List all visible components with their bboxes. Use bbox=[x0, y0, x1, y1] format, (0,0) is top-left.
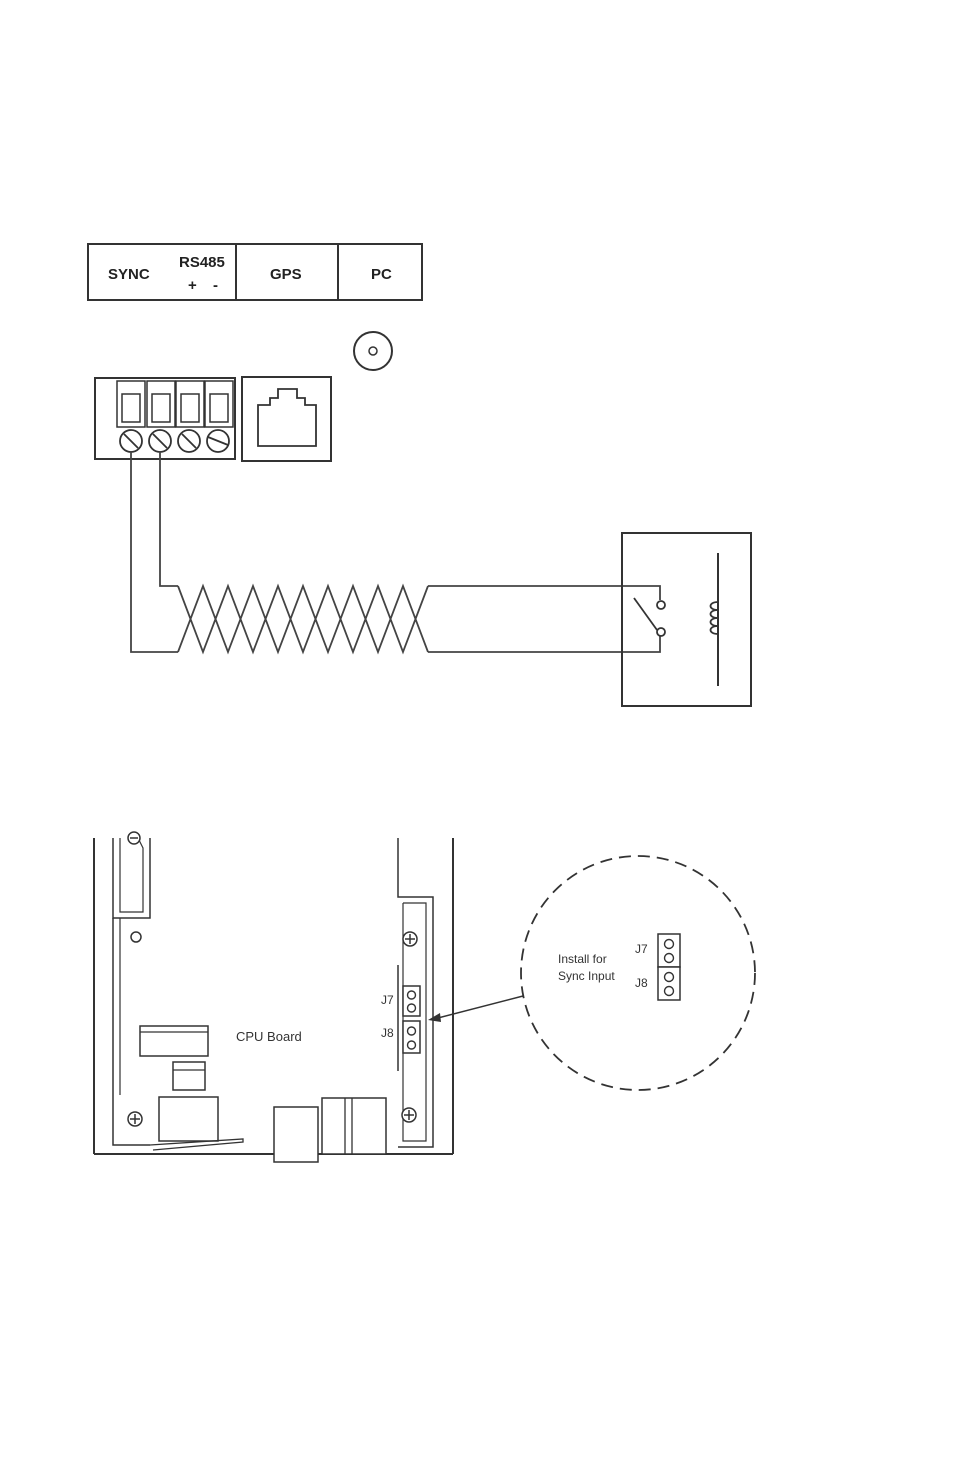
pc-label: PC bbox=[371, 266, 392, 283]
board-screw-left-bottom-icon bbox=[128, 1112, 142, 1126]
callout-arrow bbox=[428, 996, 523, 1022]
gps-label: GPS bbox=[270, 266, 302, 283]
board-component-block bbox=[140, 1026, 386, 1162]
gps-rj-jack-icon bbox=[242, 377, 331, 461]
board-mount-hole-icon bbox=[131, 932, 141, 942]
board-j8-label: J8 bbox=[381, 1026, 394, 1040]
board-screw-right-bottom-icon bbox=[402, 1108, 416, 1122]
terminal-screw-3-icon bbox=[178, 430, 200, 452]
rs485-label: RS485 bbox=[179, 254, 225, 271]
relay-contact-switch-icon bbox=[634, 598, 665, 636]
board-j8-jumper-icon bbox=[403, 1021, 420, 1053]
callout-j8-jumper-icon bbox=[658, 967, 680, 1000]
install-instruction-line1: Install for bbox=[558, 952, 607, 966]
pc-round-jack-icon bbox=[354, 332, 392, 370]
rs485-minus-label: - bbox=[213, 277, 218, 294]
detail-callout-circle bbox=[521, 856, 755, 1090]
board-j7-jumper-icon bbox=[403, 986, 420, 1016]
install-instruction-line2: Sync Input bbox=[558, 969, 615, 983]
terminal-block bbox=[95, 378, 235, 459]
twisted-pair-cable bbox=[131, 452, 660, 652]
sync-label: SYNC bbox=[108, 266, 150, 283]
cpu-board-label: CPU Board bbox=[236, 1029, 302, 1044]
connector-header-strip: SYNC RS485 + - GPS PC bbox=[88, 244, 422, 300]
terminal-screw-1-icon bbox=[120, 430, 142, 452]
terminal-screw-2-icon bbox=[149, 430, 171, 452]
board-j7-label: J7 bbox=[381, 993, 394, 1007]
rs485-plus-label: + bbox=[188, 277, 197, 294]
board-screw-top-left-icon bbox=[128, 832, 140, 844]
callout-j8-label: J8 bbox=[635, 976, 648, 990]
terminal-screw-4-icon bbox=[207, 430, 229, 452]
relay-coil-icon bbox=[711, 553, 719, 686]
relay-box bbox=[622, 533, 751, 706]
callout-j7-label: J7 bbox=[635, 942, 648, 956]
board-screw-right-top-icon bbox=[403, 932, 417, 946]
callout-j7-jumper-icon bbox=[658, 934, 680, 967]
